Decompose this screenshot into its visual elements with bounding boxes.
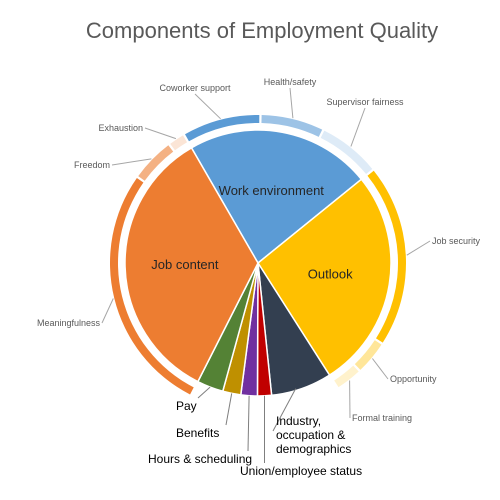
ring-segment-coworker-support (185, 115, 260, 142)
ring-segment-health-safety (261, 115, 323, 137)
ring-segment-formal-training (334, 365, 359, 388)
bottom-label-hours-scheduling: Hours & scheduling (148, 452, 252, 466)
bottom-label-pay: Pay (176, 399, 197, 413)
pie-slice-work-environment (190, 129, 363, 265)
leader-line (197, 386, 211, 399)
leader-line (194, 93, 221, 120)
leader-line (225, 393, 233, 426)
ring-segment-freedom (138, 145, 174, 181)
ring-segment-job-security (367, 170, 406, 343)
leader-line (272, 388, 297, 432)
leader-line (289, 87, 294, 119)
ring-label-opportunity: Opportunity (390, 374, 437, 384)
pie-slice-job-content (124, 146, 259, 383)
ring-label-formal-training: Formal training (352, 413, 412, 423)
inner-label-outlook: Outlook (308, 267, 353, 282)
bottom-label-benefits: Benefits (176, 426, 219, 440)
inner-label-work-environment: Work environment (219, 183, 325, 198)
inner-label-job-content: Job content (151, 257, 219, 272)
leader-line (101, 298, 114, 324)
bottom-label-industry-occupation-demographics: Industry,occupation &demographics (276, 414, 351, 456)
ring-segment-exhaustion (170, 135, 188, 151)
leader-line (111, 158, 152, 166)
ring-label-exhaustion: Exhaustion (98, 123, 143, 133)
leader-line (247, 395, 250, 452)
inner-pie (124, 129, 392, 397)
leader-line (372, 358, 389, 380)
ring-label-meaningfulness: Meaningfulness (37, 318, 101, 328)
bottom-label-union-employee-status: Union/employee status (240, 464, 362, 478)
ring-label-job-security: Job security (432, 236, 481, 246)
ring-label-freedom: Freedom (74, 160, 110, 170)
ring-segment-opportunity (354, 340, 382, 370)
pie-slice-outlook (257, 178, 392, 377)
ring-label-supervisor-fairness: Supervisor fairness (326, 97, 404, 107)
leader-line (406, 240, 431, 256)
leader-line (144, 127, 177, 140)
leader-lines (101, 87, 431, 463)
chart-title: Components of Employment Quality (86, 18, 438, 43)
outer-ring (109, 115, 406, 395)
ring-segment-supervisor-fairness (320, 130, 373, 175)
ring-label-coworker-support: Coworker support (159, 83, 231, 93)
leader-line (350, 107, 366, 147)
ring-label-health-safety: Health/safety (264, 77, 317, 87)
